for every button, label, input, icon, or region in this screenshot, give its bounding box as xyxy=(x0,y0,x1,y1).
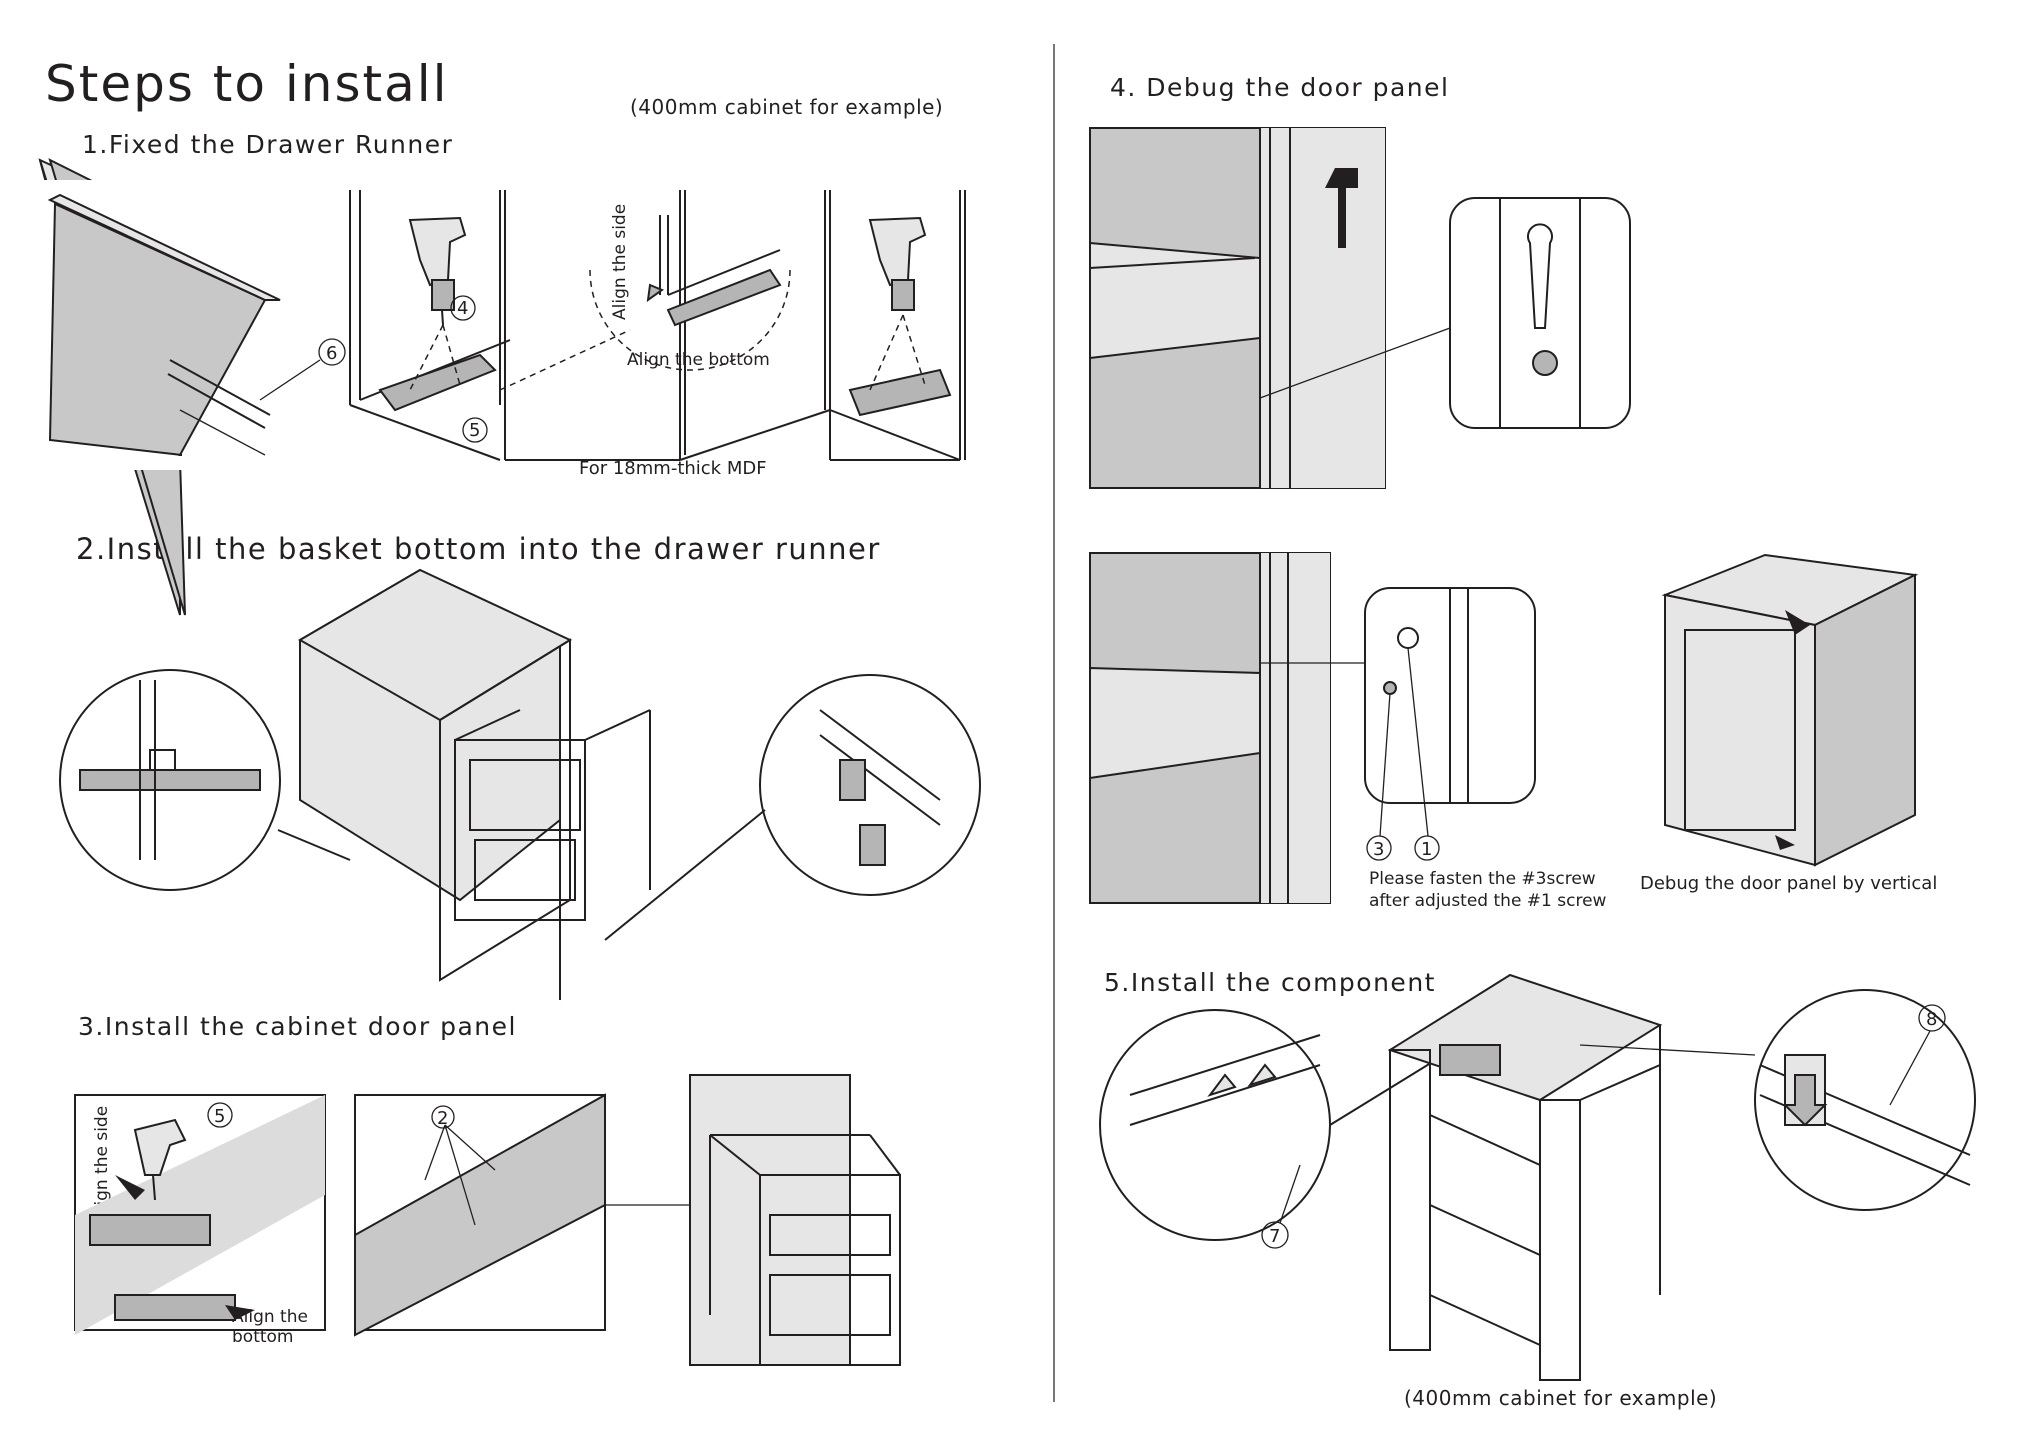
align-bottom-label: Align the bottom xyxy=(627,350,770,370)
screw-icon xyxy=(1532,350,1558,376)
step5-part-number-8: 8 xyxy=(1926,1009,1937,1030)
drill-icon xyxy=(408,216,467,326)
page-divider xyxy=(1053,44,1055,1402)
step1-drill-figure: 4 5 xyxy=(349,190,966,461)
step3-part-number-2: 2 xyxy=(437,1108,448,1129)
step1-runner-figure: 6 xyxy=(20,180,346,470)
step3-part-number-5: 5 xyxy=(214,1106,225,1127)
vertical-note: Debug the door panel by vertical xyxy=(1640,873,1938,894)
step4-door-figure xyxy=(1661,553,1919,867)
step3-align-bottom-line2: bottom xyxy=(232,1327,294,1347)
arrow-down-icon xyxy=(1325,168,1358,248)
step3-cabinet-figure xyxy=(689,1074,901,1366)
step5-heading: 5.Install the component xyxy=(1104,968,1436,997)
step3-align-figure: 5 xyxy=(74,1094,326,1335)
example-note-bottom: (400mm cabinet for example) xyxy=(1404,1386,1718,1410)
example-note-top: (400mm cabinet for example) xyxy=(630,95,944,119)
page-title: Steps to install xyxy=(45,55,449,113)
mdf-note: For 18mm-thick MDF xyxy=(579,458,767,479)
screw-note-line1: Please fasten the #3screw xyxy=(1369,869,1596,889)
step5-figure: 7 8 xyxy=(1099,973,1976,1381)
step3-heading: 3.Install the cabinet door panel xyxy=(78,1012,517,1041)
step4-heading: 4. Debug the door panel xyxy=(1110,73,1450,102)
screw-note-line2: after adjusted the #1 screw xyxy=(1369,891,1607,911)
part-number-5: 5 xyxy=(469,420,480,441)
step4-upper-figure xyxy=(1089,127,1631,489)
step4-part-number-1: 1 xyxy=(1421,839,1432,860)
step4-lower-figure: 3 1 xyxy=(1089,552,1536,904)
step3-panel-figure: 2 xyxy=(354,1093,695,1337)
step2-figure xyxy=(59,568,981,1000)
part-number-4: 4 xyxy=(457,298,468,319)
part-number-6: 6 xyxy=(326,343,337,364)
step1-heading: 1.Fixed the Drawer Runner xyxy=(82,130,454,159)
step2-heading: 2.Install the basket bottom into the dra… xyxy=(76,532,881,566)
keyhole-icon xyxy=(1527,223,1553,329)
drill-icon-2 xyxy=(868,216,927,311)
step5-part-number-7: 7 xyxy=(1269,1226,1280,1247)
step4-part-number-3: 3 xyxy=(1373,839,1384,860)
